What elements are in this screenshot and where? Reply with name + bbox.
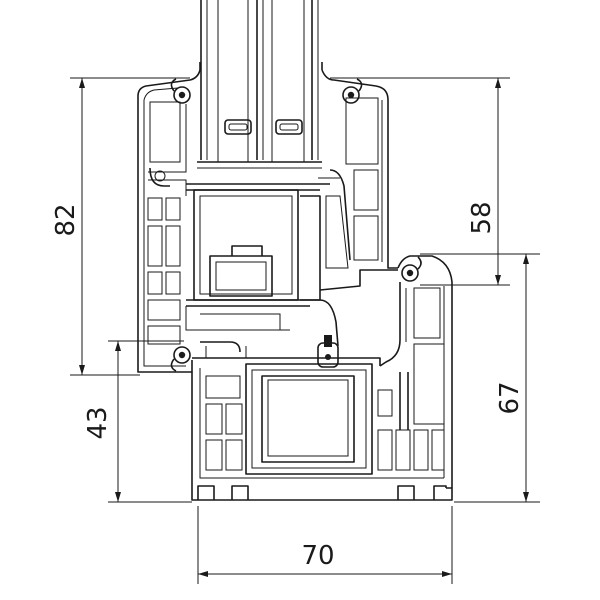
gasket-center xyxy=(317,335,339,368)
dim-label-67: 67 xyxy=(495,381,525,414)
gasket-sash-step xyxy=(401,256,422,282)
dim-sash-bottom-height: 67 xyxy=(420,253,540,503)
dim-label-82: 82 xyxy=(51,203,81,236)
dim-frame-height: 82 xyxy=(51,77,190,376)
gasket-frame-left xyxy=(170,346,191,372)
dim-sash-height: 58 xyxy=(330,77,510,286)
gasket-top-right xyxy=(342,78,363,104)
dim-label-70: 70 xyxy=(301,541,334,571)
lower-frame-profile xyxy=(191,341,453,501)
dim-label-43: 43 xyxy=(83,406,113,439)
dim-frame-bottom-height: 43 xyxy=(83,340,192,503)
dim-total-width: 70 xyxy=(197,506,453,584)
sash-lower-profile xyxy=(319,255,453,488)
dim-label-58: 58 xyxy=(467,201,497,234)
frame-profile xyxy=(137,62,330,373)
glass-unit xyxy=(197,0,322,169)
gaskets xyxy=(170,78,422,372)
gasket-top-left xyxy=(170,78,191,104)
sash-profile xyxy=(185,62,398,347)
